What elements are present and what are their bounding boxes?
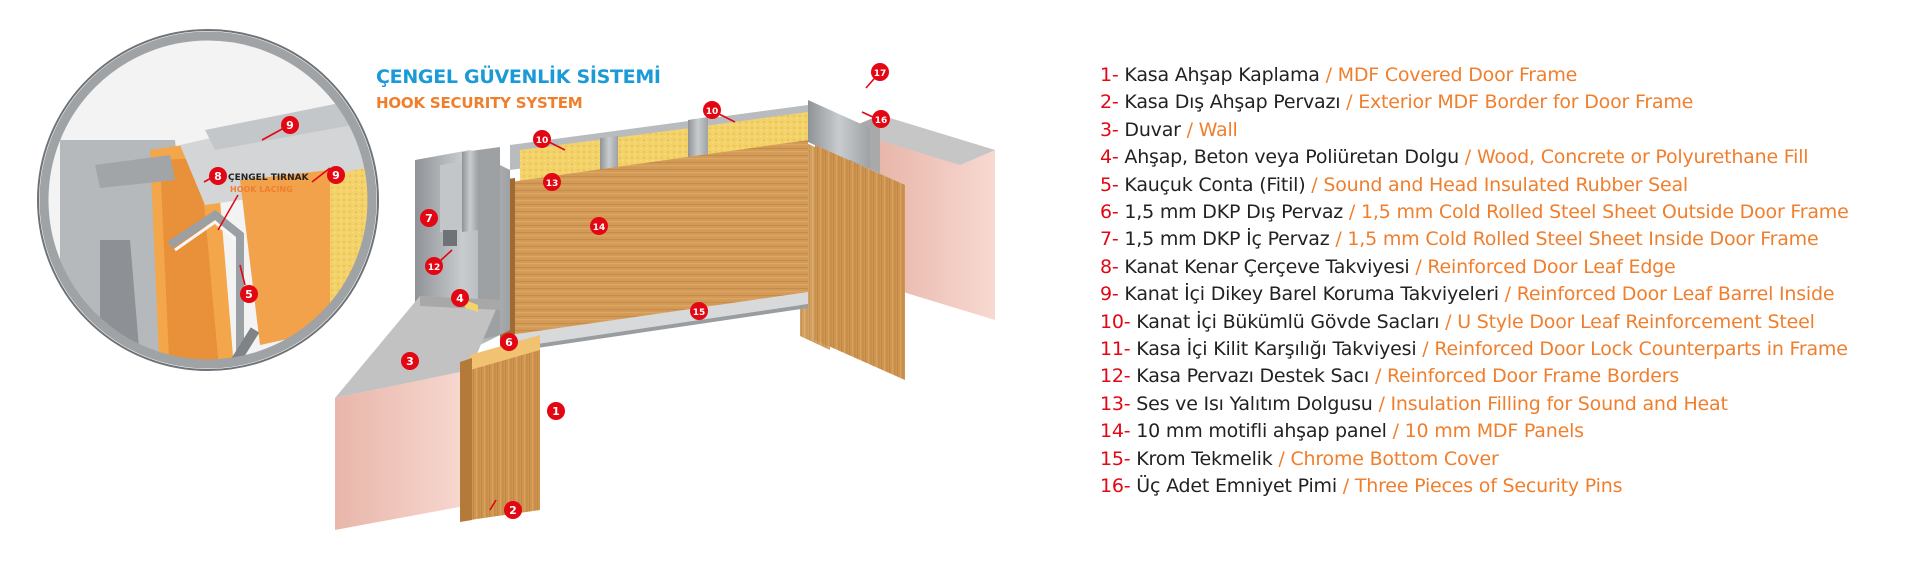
svg-text:6: 6 bbox=[505, 336, 513, 349]
legend-item: 7- 1,5 mm DKP İç Pervaz / 1,5 mm Cold Ro… bbox=[1100, 228, 1819, 251]
svg-text:8: 8 bbox=[214, 170, 222, 183]
left-wall bbox=[335, 296, 500, 530]
marker-17: 17 bbox=[871, 63, 889, 81]
legend-item: 6- 1,5 mm DKP Dış Pervaz / 1,5 mm Cold R… bbox=[1100, 201, 1849, 224]
marker-4: 4 bbox=[451, 289, 469, 307]
hook-lacing-label-en: HOOK LACING bbox=[230, 185, 293, 194]
marker-10a: 10 bbox=[533, 130, 551, 148]
marker-13: 13 bbox=[543, 173, 561, 191]
legend-item: 11- Kasa İçi Kilit Karşılığı Takviyesi /… bbox=[1100, 338, 1848, 361]
svg-text:14: 14 bbox=[593, 223, 606, 233]
marker-14: 14 bbox=[590, 217, 608, 235]
legend-item: 12- Kasa Pervazı Destek Sacı / Reinforce… bbox=[1100, 365, 1680, 388]
legend-item: 5- Kauçuk Conta (Fitil) / Sound and Head… bbox=[1100, 173, 1689, 196]
svg-text:9: 9 bbox=[286, 119, 294, 132]
svg-text:3: 3 bbox=[406, 355, 414, 368]
marker-1: 1 bbox=[547, 402, 565, 420]
hook-lacing-label-tr: ÇENGEL TIRNAK bbox=[228, 173, 310, 183]
svg-text:10: 10 bbox=[706, 107, 719, 117]
marker-9b: 9 bbox=[327, 166, 345, 184]
marker-8: 8 bbox=[209, 167, 227, 185]
marker-5: 5 bbox=[240, 285, 258, 303]
svg-text:5: 5 bbox=[245, 288, 253, 301]
marker-3: 3 bbox=[401, 352, 419, 370]
legend-item: 8- Kanat Kenar Çerçeve Takviyesi / Reinf… bbox=[1100, 255, 1676, 278]
svg-text:17: 17 bbox=[874, 69, 887, 79]
legend-item: 15- Krom Tekmelik / Chrome Bottom Cover bbox=[1100, 447, 1499, 470]
door-cutaway-diagram: ÇENGEL TIRNAK HOOK LACING 9 9 8 5 10 10 … bbox=[37, 29, 995, 530]
marker-7: 7 bbox=[420, 209, 438, 227]
svg-text:4: 4 bbox=[456, 292, 464, 305]
marker-12: 12 bbox=[425, 257, 443, 275]
left-wood-casing bbox=[460, 300, 540, 522]
marker-2: 2 bbox=[504, 501, 522, 519]
legend-item: 16- Üç Adet Emniyet Pimi / Three Pieces … bbox=[1100, 475, 1623, 498]
svg-text:1: 1 bbox=[552, 405, 560, 418]
hook-title-tr: ÇENGEL GÜVENLİK SİSTEMİ bbox=[376, 66, 661, 88]
svg-text:2: 2 bbox=[509, 504, 517, 517]
component-legend: 1- Kasa Ahşap Kaplama / MDF Covered Door… bbox=[1100, 62, 1900, 501]
chrome-bottom-cover bbox=[510, 292, 808, 352]
svg-text:10: 10 bbox=[536, 136, 549, 146]
svg-text:13: 13 bbox=[546, 179, 559, 189]
marker-15: 15 bbox=[690, 302, 708, 320]
legend-item: 3- Duvar / Wall bbox=[1100, 118, 1238, 141]
legend-item: 1- Kasa Ahşap Kaplama / MDF Covered Door… bbox=[1100, 64, 1578, 86]
svg-text:16: 16 bbox=[875, 116, 888, 126]
marker-10b: 10 bbox=[703, 101, 721, 119]
marker-9a: 9 bbox=[281, 116, 299, 134]
svg-text:12: 12 bbox=[428, 263, 441, 273]
svg-text:9: 9 bbox=[332, 169, 340, 182]
hook-security-zoom: ÇENGEL TIRNAK HOOK LACING bbox=[37, 29, 379, 371]
marker-16: 16 bbox=[872, 110, 890, 128]
legend-item: 4- Ahşap, Beton veya Poliüretan Dolgu / … bbox=[1100, 146, 1809, 169]
legend-item: 9- Kanat İçi Dikey Barel Koruma Takviyel… bbox=[1100, 283, 1835, 306]
svg-text:15: 15 bbox=[693, 308, 706, 318]
marker-6: 6 bbox=[500, 333, 518, 351]
hook-title-en: HOOK SECURITY SYSTEM bbox=[376, 94, 583, 112]
legend-item: 13- Ses ve Isı Yalıtım Dolgusu / Insulat… bbox=[1100, 392, 1728, 415]
legend-item: 10- Kanat İçi Bükümlü Gövde Sacları / U … bbox=[1100, 310, 1815, 333]
legend-item: 2- Kasa Dış Ahşap Pervazı / Exterior MDF… bbox=[1100, 91, 1694, 114]
legend-item: 14- 10 mm motifli ahşap panel / 10 mm MD… bbox=[1100, 420, 1584, 443]
svg-text:7: 7 bbox=[425, 212, 433, 225]
